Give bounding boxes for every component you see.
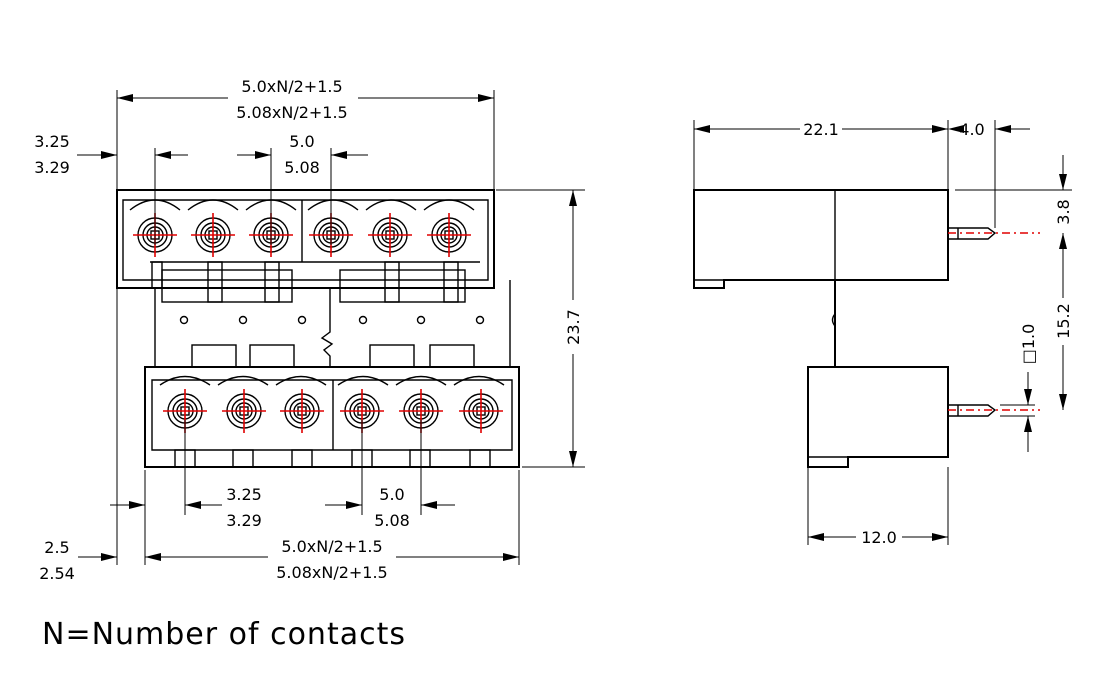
upper-plug-housing (116, 189, 495, 303)
edge-offset-label-1: 2.5 (44, 538, 69, 557)
bottom-width-label-2: 5.08xN/2+1.5 (276, 563, 387, 582)
dimension-pin-size: □1.0 (1019, 324, 1038, 452)
depth-label: 22.1 (803, 120, 839, 139)
side-profile (693, 189, 949, 468)
top-offset-label-2: 3.29 (34, 158, 70, 177)
dimension-bottom-depth: 12.0 (808, 528, 948, 547)
lower-contact-2 (222, 389, 266, 433)
side-view: 22.1 4.0 3.8 15.2 (693, 120, 1073, 547)
upper-pin (948, 227, 1040, 240)
dimension-top-offset: 3.25 3.29 (34, 132, 188, 245)
upper-contact-5 (368, 213, 412, 257)
height-label: 23.7 (564, 309, 583, 345)
front-view: 5.0xN/2+1.5 5.08xN/2+1.5 3.25 3.29 5.0 5… (34, 77, 585, 583)
top-offset-label-1: 3.25 (34, 132, 70, 151)
lower-contact-6 (459, 389, 503, 433)
lower-pin (948, 404, 1040, 417)
pin-length-label: 4.0 (959, 120, 984, 139)
dimension-edge-offset: 2.5 2.54 (39, 538, 161, 583)
dimension-bottom-offset: 3.25 3.29 (110, 420, 262, 530)
contacts-note: N=Number of contacts (42, 617, 406, 652)
upper-contact-2 (191, 213, 235, 257)
bottom-offset-label-1: 3.25 (226, 485, 262, 504)
lower-contact-1 (163, 389, 207, 433)
edge-offset-label-2: 2.54 (39, 564, 75, 583)
bottom-pitch-label-2: 5.08 (374, 511, 410, 530)
top-width-label-1: 5.0xN/2+1.5 (241, 77, 342, 96)
upper-contact-6 (427, 213, 471, 257)
dimension-bottom-pitch: 5.0 5.08 (325, 420, 455, 530)
top-width-label-2: 5.08xN/2+1.5 (236, 103, 347, 122)
dimension-top-pitch: 5.0 5.08 (237, 132, 368, 245)
bottom-width-label-1: 5.0xN/2+1.5 (281, 537, 382, 556)
pin-offset-label: 3.8 (1054, 199, 1073, 224)
row-spacing-label: 15.2 (1054, 303, 1073, 339)
pin-size-label: □1.0 (1019, 324, 1038, 365)
dimension-pin-length: 4.0 (948, 120, 1030, 139)
contact-screws (133, 213, 503, 433)
top-pitch-label-2: 5.08 (284, 158, 320, 177)
dimension-row-spacing: 15.2 (1054, 268, 1073, 410)
dimension-height: 23.7 (564, 190, 583, 467)
bottom-depth-label: 12.0 (861, 528, 897, 547)
dimension-pin-offset: 3.8 (1054, 155, 1073, 268)
lower-contact-3 (280, 389, 324, 433)
dimension-top-width: 5.0xN/2+1.5 5.08xN/2+1.5 (117, 77, 494, 122)
bottom-pitch-label-1: 5.0 (379, 485, 404, 504)
bottom-offset-label-2: 3.29 (226, 511, 262, 530)
top-pitch-label-1: 5.0 (289, 132, 314, 151)
dimension-bottom-width: 5.0xN/2+1.5 5.08xN/2+1.5 (145, 537, 519, 582)
dimension-depth: 22.1 (694, 120, 948, 139)
